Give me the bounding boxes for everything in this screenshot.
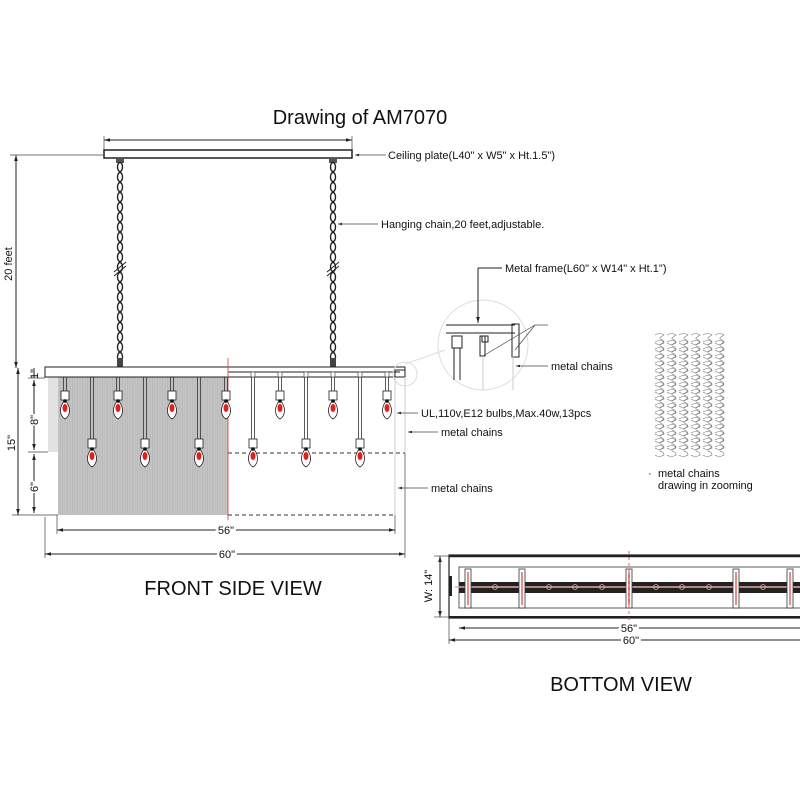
dimension-1: 1" [29,369,41,379]
dimension-width-14: W: 14" [423,570,435,603]
chain-zoom-label-1: metal chains [658,468,720,480]
bulb [382,377,392,420]
socket [546,584,552,590]
metal-chains-label-2: metal chains [431,483,493,495]
hanging-chain-label: Hanging chain,20 feet,adjustable. [381,219,544,231]
bulb [275,377,285,420]
bulb [87,377,97,468]
metal-frame-label: Metal frame(L60" x W14" x Ht.1") [505,263,666,275]
hanging-chain [113,161,127,367]
frame-detail-callout [404,267,548,391]
socket [706,584,712,590]
dimension-15: 15" [6,435,18,451]
drawing-title: Drawing of AM7070 [273,107,448,129]
ceiling-plate-label: Ceiling plate(L40" x W5" x Ht.1.5") [388,150,555,162]
bulb [113,377,123,420]
metal-chains-label-1: metal chains [441,427,503,439]
bulb [167,377,177,420]
dimension-8: 8" [29,415,41,425]
dimension-60-front: 60" [219,549,235,561]
bulb [221,377,231,420]
dimension-60-bottom: 60" [623,635,639,647]
bulb [248,377,258,468]
bulbs [60,371,392,468]
chain-zoom-drawing [654,333,725,457]
bottom-view-title: BOTTOM VIEW [550,674,692,696]
bulb [355,377,365,468]
hanging-chains [113,161,340,367]
bottom-view-drawing [448,551,800,622]
hanging-chain [326,161,340,367]
bulb [328,377,338,420]
metal-frame [44,361,418,387]
front-view-title: FRONT SIDE VIEW [144,578,322,600]
vertical-dimensions: 15" 1" 8" 6" [6,368,58,516]
dimension-20-feet: 20 feet [3,247,15,281]
bulbs-label: UL,110v,E12 bulbs,Max.40w,13pcs [421,408,592,420]
bulb [194,377,204,468]
bullet-dot: · [648,468,652,480]
bulb [140,377,150,468]
dimension-6: 6" [29,482,41,492]
dimension-56-bottom: 56" [621,623,637,635]
dimension-56-front: 56" [218,525,234,537]
ceiling-plate [103,136,353,163]
socket [599,584,605,590]
chain-zoom-label-2: drawing in zooming [658,480,753,492]
bulb [301,377,311,468]
bulb [60,377,70,420]
metal-chains-detail-label: metal chains [551,361,613,373]
socket [679,584,685,590]
socket [653,584,659,590]
socket [492,584,498,590]
socket [572,584,578,590]
socket [760,584,766,590]
